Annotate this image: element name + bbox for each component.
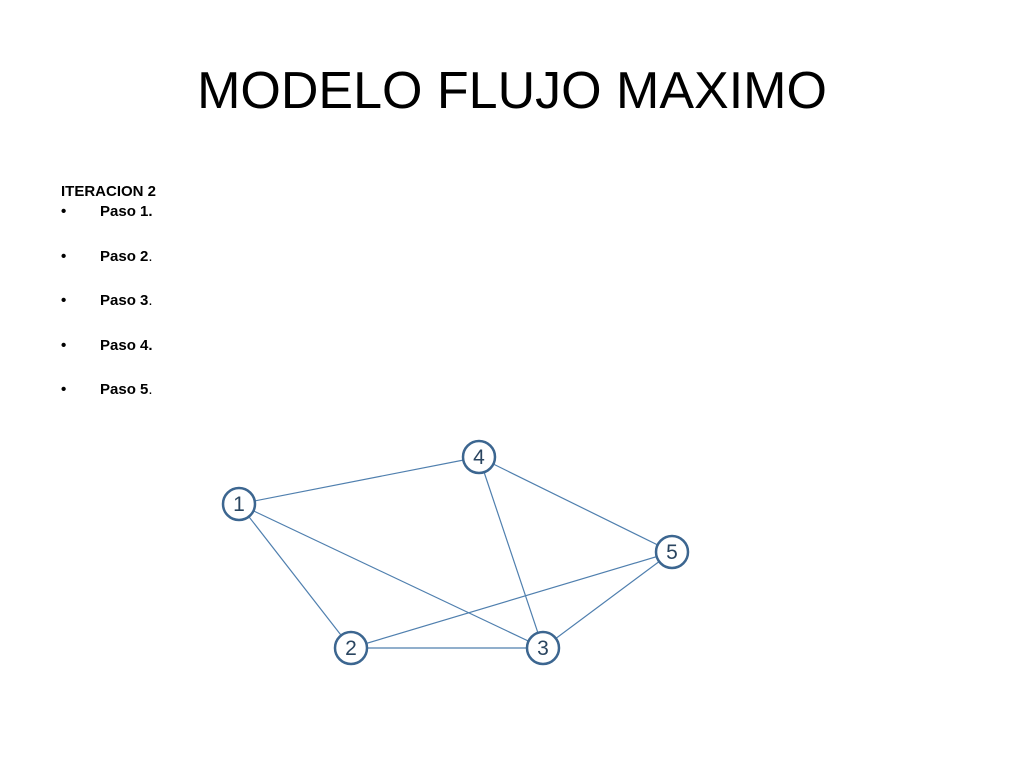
bullet-icon: • [61,381,67,398]
step-item-3: • Paso 3. [61,291,561,311]
step-label: Paso 4. [100,336,153,354]
node-circle-3 [525,630,561,666]
step-item-2: • Paso 2. [61,247,561,267]
edge-2-5 [350,551,673,649]
step-label: Paso 3 [100,292,149,309]
node-label-1: 1 [233,493,245,516]
edge-4-3 [478,456,544,649]
step-label: Paso 5 [100,381,149,398]
slide-content: ITERACION 2 • Paso 1. • Paso 2. • Paso 3… [61,182,561,425]
node-1: 1 [221,486,257,522]
node-circle-4 [461,439,497,475]
node-label-4: 4 [473,446,485,469]
step-suffix: . [148,292,153,309]
node-circle-2 [333,630,369,666]
node-label-5: 5 [666,541,678,564]
node-3: 3 [525,630,561,666]
node-label-2: 2 [345,637,357,660]
node-5: 5 [654,534,690,570]
edges-layer [238,456,673,649]
step-item-5: • Paso 5. [61,380,561,400]
edge-1-4 [238,456,480,505]
node-label-3: 3 [537,637,549,660]
step-label: Paso 1. [100,203,153,220]
edge-4-5 [478,456,673,553]
nodes-layer: 1 2 3 4 5 [221,439,690,666]
node-circle-5 [654,534,690,570]
node-circle-1 [221,486,257,522]
edge-1-2 [238,503,352,649]
bullet-icon: • [61,292,67,309]
node-4: 4 [461,439,497,475]
step-label: Paso 2 [100,247,149,265]
node-2: 2 [333,630,369,666]
iteration-heading: ITERACION 2 [61,183,157,200]
bullet-icon: • [61,336,67,354]
edge-1-3 [238,503,544,649]
bullet-icon: • [61,247,67,265]
step-item-4: • Paso 4. [61,336,561,356]
step-item-1: • Paso 1. [61,202,561,222]
steps-list: • Paso 1. • Paso 2. • Paso 3. • Paso 4. … [61,202,561,400]
edge-3-5 [542,551,673,649]
bullet-icon: • [61,203,67,220]
step-suffix: . [148,247,153,265]
slide-title: MODELO FLUJO MAXIMO [197,62,827,120]
step-suffix: . [148,381,153,398]
